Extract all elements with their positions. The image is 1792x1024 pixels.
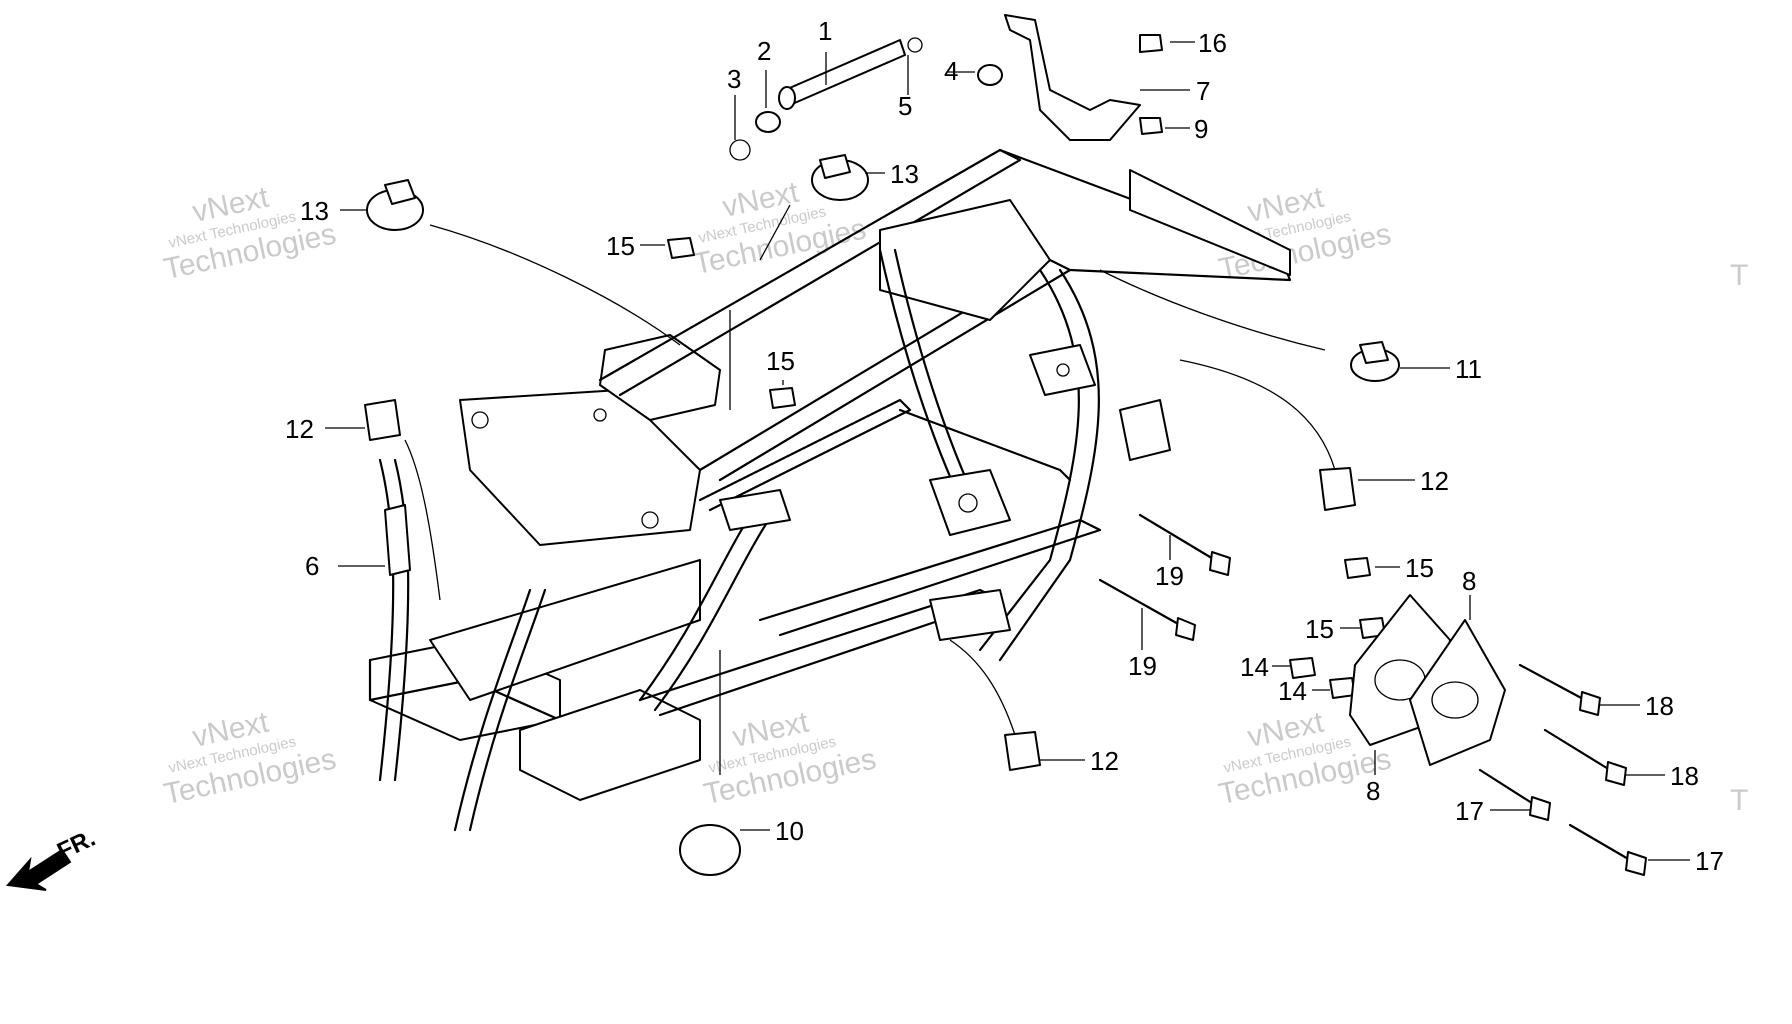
callout-15-right-upper: 15 xyxy=(1405,553,1434,583)
upper-steering-bracket xyxy=(599,334,721,421)
callout-12-bottom: 12 xyxy=(1090,746,1119,776)
lower-front-crossbox xyxy=(429,559,701,701)
leader-lines xyxy=(404,204,1336,775)
lower-rear-cross xyxy=(898,408,1072,482)
lower-mount-block xyxy=(929,589,1011,641)
callout-5: 5 xyxy=(898,91,912,121)
part-16-bolt xyxy=(1139,34,1163,53)
part-11-clamp xyxy=(1350,341,1400,382)
part-17-bolt xyxy=(1568,823,1632,862)
callout-16: 16 xyxy=(1198,28,1227,58)
center-mount-block xyxy=(719,489,791,531)
callout-15-top: 15 xyxy=(606,231,635,261)
rear-seat-rail xyxy=(1129,169,1291,276)
upper-left-rail xyxy=(598,148,1022,397)
part-19-bolt xyxy=(1138,513,1217,562)
part-12-clip xyxy=(1319,467,1356,511)
part-15-nut xyxy=(667,237,695,259)
part-13-clamp-left xyxy=(366,179,424,231)
callout-12-left: 12 xyxy=(285,414,314,444)
part-18-bolt xyxy=(1518,663,1587,702)
part-13-clamp-right xyxy=(811,154,869,201)
part-18-bolt xyxy=(1543,728,1612,772)
callout-leaders xyxy=(325,41,1690,861)
main-frame xyxy=(368,148,1292,832)
lower-rear-box xyxy=(519,689,701,801)
callout-8-lower: 8 xyxy=(1366,776,1380,806)
part-12-clip xyxy=(1004,731,1041,771)
callout-8-upper: 8 xyxy=(1462,566,1476,596)
lower-center-rail xyxy=(758,518,1102,637)
part-6-plate xyxy=(384,504,411,576)
callout-19-upper: 19 xyxy=(1155,561,1184,591)
watermark-top-left: vNext vNext Technologies Technologies xyxy=(161,181,339,287)
rear-down-tube xyxy=(978,268,1080,652)
part-2-collar xyxy=(755,111,781,133)
watermark-bottom-center: vNext vNext Technologies Technologies xyxy=(701,706,879,812)
part-3-clip xyxy=(729,139,751,161)
callout-13-right: 13 xyxy=(890,159,919,189)
rear-mount-tab xyxy=(1119,399,1171,461)
callout-10: 10 xyxy=(775,816,804,846)
part-4-grommet xyxy=(977,64,1003,86)
part-12-clip xyxy=(364,399,401,441)
callout-1: 1 xyxy=(818,16,832,46)
callout-7: 7 xyxy=(1196,76,1210,106)
arrow-icon xyxy=(6,848,72,891)
part-8-plate xyxy=(1409,619,1506,766)
front-right-tube xyxy=(453,588,532,832)
small-parts xyxy=(364,14,1647,876)
part-9-nut xyxy=(1139,117,1163,135)
callout-19-lower: 19 xyxy=(1128,651,1157,681)
front-direction-indicator: FR. xyxy=(6,825,100,891)
engine-mount-plate xyxy=(929,469,1011,536)
part-5-pin xyxy=(907,37,923,53)
callout-17-right: 17 xyxy=(1695,846,1724,876)
watermark-bottom-left: vNext vNext Technologies Technologies xyxy=(161,706,339,812)
callout-13-left: 13 xyxy=(300,196,329,226)
callout-9: 9 xyxy=(1194,114,1208,144)
callout-12-right: 12 xyxy=(1420,466,1449,496)
part-17-bolt xyxy=(1478,768,1537,807)
callout-15-center: 15 xyxy=(766,346,795,376)
callout-3: 3 xyxy=(727,64,741,94)
part-7-stay-bracket xyxy=(1004,14,1141,141)
part-15-nut xyxy=(1344,557,1371,579)
callout-15-right-lower: 15 xyxy=(1305,614,1334,644)
callout-18-lower: 18 xyxy=(1670,761,1699,791)
mid-cross-tube xyxy=(698,398,912,512)
part-10-band xyxy=(679,824,741,876)
callout-6: 6 xyxy=(305,551,319,581)
callout-17-left: 17 xyxy=(1455,796,1484,826)
callout-labels: 1 2 3 4 5 6 7 8 8 9 10 11 12 12 12 13 13… xyxy=(285,16,1724,876)
part-15-nut xyxy=(769,387,796,409)
callout-14-upper: 14 xyxy=(1240,652,1269,682)
watermark-edge-text: T xyxy=(1730,259,1748,292)
callout-18-upper: 18 xyxy=(1645,691,1674,721)
watermark-edge-text: T xyxy=(1730,784,1748,817)
part-14-nut xyxy=(1289,657,1316,679)
callout-2: 2 xyxy=(757,36,771,66)
callout-14-lower: 14 xyxy=(1278,676,1307,706)
callout-4: 4 xyxy=(944,56,958,86)
callout-11: 11 xyxy=(1455,354,1482,384)
seat-crossmember xyxy=(879,199,1051,321)
upper-center-rail xyxy=(698,258,1072,482)
part-1-pipe xyxy=(778,39,906,110)
part-19-bolt xyxy=(1098,578,1182,627)
side-mount-tab xyxy=(1029,344,1096,396)
